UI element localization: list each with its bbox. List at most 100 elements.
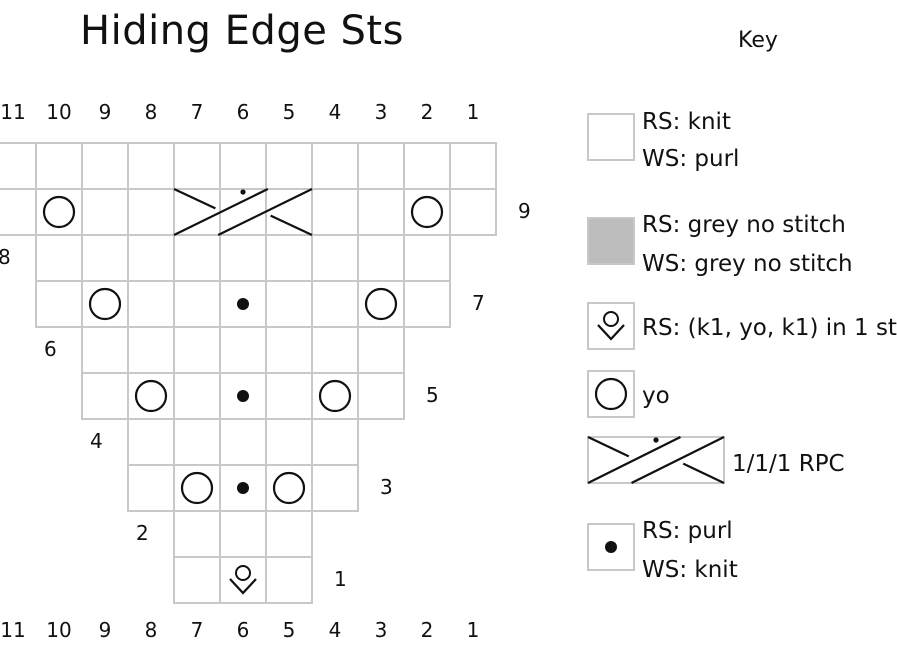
column-number-bottom: 2: [420, 618, 434, 642]
chart-title: Hiding Edge Sts: [80, 8, 404, 54]
key-label-knit: RS: knit: [642, 109, 731, 135]
chart-cell: [173, 372, 221, 420]
chart-cell: [0, 142, 37, 190]
chart-cell: [311, 464, 359, 512]
chart-cell: [173, 188, 221, 236]
column-number-top: 8: [144, 100, 158, 124]
chart-cell: [173, 326, 221, 374]
chart-cell: [173, 556, 221, 604]
yo-icon: [364, 287, 398, 321]
column-number-bottom: 10: [46, 618, 72, 642]
chart-cell: [311, 142, 359, 190]
increase-icon: [597, 311, 625, 341]
chart-cell: [219, 510, 267, 558]
row-number: 7: [472, 291, 485, 315]
key-label-grey: RS: grey no stitch: [642, 212, 846, 238]
purl-dot-icon: [237, 482, 249, 494]
chart-cell: [219, 326, 267, 374]
chart-cell: [403, 280, 451, 328]
key-label-grey: WS: grey no stitch: [642, 251, 853, 277]
chart-cell: [265, 556, 313, 604]
column-number-top: 6: [236, 100, 250, 124]
chart-cell: [265, 326, 313, 374]
cable-rpc-icon: [173, 188, 313, 236]
chart-cell: [127, 188, 175, 236]
chart-cell: [265, 188, 313, 236]
key-label-yo: yo: [642, 383, 670, 409]
chart-cell: [311, 326, 359, 374]
chart-cell: [81, 142, 129, 190]
column-number-bottom: 11: [0, 618, 26, 642]
chart-cell: [0, 188, 37, 236]
chart-cell: [81, 372, 129, 420]
key-label-rpc: 1/1/1 RPC: [732, 451, 845, 477]
column-number-top: 5: [282, 100, 296, 124]
chart-cell: [173, 234, 221, 282]
chart-key: [587, 113, 725, 571]
chart-cell: [357, 142, 405, 190]
key-label-purl: WS: knit: [642, 557, 738, 583]
row-number: 4: [90, 429, 103, 453]
chart-cell: [81, 188, 129, 236]
chart-cell: [311, 234, 359, 282]
row-number: 1: [334, 567, 347, 591]
column-number-top: 4: [328, 100, 342, 124]
chart-cell: [449, 142, 497, 190]
chart-cell: [311, 418, 359, 466]
yo-icon: [318, 379, 352, 413]
chart-cell: [265, 280, 313, 328]
chart-cell: [219, 280, 267, 328]
increase-icon: [229, 565, 257, 595]
column-number-bottom: 5: [282, 618, 296, 642]
chart-cell: [127, 372, 175, 420]
chart-cell: [127, 464, 175, 512]
key-label-purl: RS: purl: [642, 518, 733, 544]
yo-icon: [134, 379, 168, 413]
chart-cell: [357, 326, 405, 374]
chart-cell: [265, 234, 313, 282]
chart-cell: [357, 372, 405, 420]
yo-icon: [594, 377, 628, 411]
chart-cell: [265, 418, 313, 466]
column-number-top: 7: [190, 100, 204, 124]
chart-cell: [219, 234, 267, 282]
chart-symbols: [42, 188, 444, 595]
column-number-bottom: 9: [98, 618, 112, 642]
chart-cell: [357, 280, 405, 328]
chart-cell: [81, 234, 129, 282]
chart-cell: [35, 142, 83, 190]
row-number: 9: [518, 199, 531, 223]
key-title: Key: [738, 28, 778, 53]
chart-cell: [35, 280, 83, 328]
chart-cell: [173, 280, 221, 328]
chart-cell: [127, 280, 175, 328]
key-swatch-rpc: [587, 436, 725, 484]
key-swatch-knit: [587, 113, 635, 161]
chart-cell: [311, 280, 359, 328]
column-number-bottom: 1: [466, 618, 480, 642]
chart-cell: [357, 188, 405, 236]
key-label-knit: WS: purl: [642, 146, 740, 172]
column-number-top: 9: [98, 100, 112, 124]
row-number: 2: [136, 521, 149, 545]
chart-cell: [265, 142, 313, 190]
chart-cell: [265, 464, 313, 512]
chart-cell: [219, 418, 267, 466]
column-number-bottom: 4: [328, 618, 342, 642]
purl-dot-icon: [605, 541, 617, 553]
chart-cell: [265, 372, 313, 420]
yo-icon: [42, 195, 76, 229]
chart-cell: [127, 142, 175, 190]
row-number: 6: [44, 337, 57, 361]
purl-dot-icon: [237, 298, 249, 310]
key-swatch-grey: [587, 217, 635, 265]
yo-icon: [410, 195, 444, 229]
chart-cell: [403, 234, 451, 282]
column-number-bottom: 7: [190, 618, 204, 642]
chart-cell: [127, 234, 175, 282]
yo-icon: [272, 471, 306, 505]
chart-cell: [81, 326, 129, 374]
chart-cell: [265, 510, 313, 558]
cable-rpc-icon: [587, 436, 725, 484]
